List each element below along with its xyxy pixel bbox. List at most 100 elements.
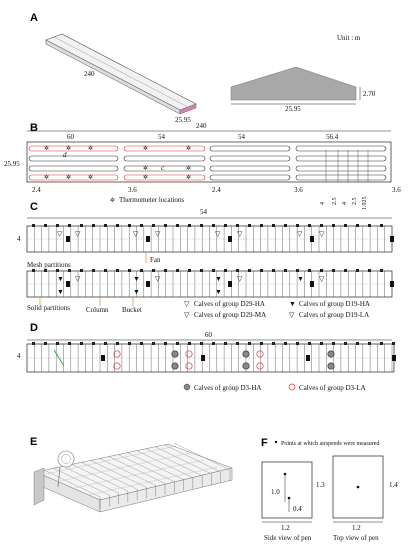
pen-post bbox=[164, 224, 167, 227]
thermometer-mark: ✲ bbox=[143, 174, 148, 181]
pen-post bbox=[212, 269, 215, 272]
f-side-h2: 1.3 bbox=[316, 481, 325, 489]
b-lane bbox=[28, 165, 119, 172]
c-pen-row-1: ▽▽▽▽▽▽▽▽ bbox=[26, 224, 394, 253]
pen-post bbox=[272, 342, 275, 345]
b-lane bbox=[209, 145, 291, 152]
thermometer-mark: ✲ bbox=[143, 145, 148, 152]
b-lane bbox=[295, 155, 387, 162]
e-pen-divider bbox=[99, 458, 156, 486]
gray-circle-icon bbox=[183, 383, 191, 391]
blue-triangle-icon: ▽ bbox=[289, 311, 295, 319]
pen-post bbox=[56, 342, 59, 345]
pen-post bbox=[152, 269, 155, 272]
calf-circle-mark bbox=[327, 350, 335, 358]
b-total: 240 bbox=[196, 122, 207, 130]
d-green-marker bbox=[53, 349, 65, 367]
column-mark bbox=[390, 236, 394, 242]
pen-post bbox=[320, 269, 323, 272]
pen-post bbox=[32, 342, 35, 345]
e-pen-rail bbox=[73, 459, 205, 489]
panel-e: E bbox=[30, 436, 233, 513]
calf-triangle-mark: ▼ bbox=[133, 275, 140, 283]
pen-post bbox=[296, 269, 299, 272]
f-legend: Points at which airspeeds were measured bbox=[281, 441, 379, 447]
pen-post bbox=[272, 224, 275, 227]
pen-post bbox=[260, 269, 263, 272]
f-side-h3: 0.4 bbox=[293, 505, 302, 513]
pen-post bbox=[80, 224, 83, 227]
pen-post bbox=[248, 269, 251, 272]
c-leg-d19la: Calves of group D19-LA bbox=[299, 311, 369, 319]
pen-post bbox=[356, 342, 359, 345]
pen-post bbox=[140, 269, 143, 272]
calf-circle-mark bbox=[185, 362, 193, 370]
pen-post bbox=[152, 224, 155, 227]
panel-e-label: E bbox=[30, 436, 37, 448]
pen-post bbox=[68, 224, 71, 227]
panel-b-label: B bbox=[30, 122, 38, 134]
pen-post bbox=[212, 342, 215, 345]
pen-post bbox=[116, 342, 119, 345]
b-lane bbox=[295, 165, 387, 172]
b-seg1: 60 bbox=[67, 133, 75, 141]
calf-triangle-mark: ▽ bbox=[319, 275, 325, 283]
pen-post bbox=[32, 224, 35, 227]
e-pen-rail bbox=[87, 466, 219, 496]
b-lane bbox=[28, 155, 119, 162]
pen-post bbox=[176, 269, 179, 272]
thermometer-mark: ✲ bbox=[186, 145, 191, 152]
pen-post bbox=[44, 342, 47, 345]
f-side-w: 1.2 bbox=[281, 524, 290, 532]
calf-circle-mark bbox=[242, 350, 250, 358]
calf-triangle-mark: ▼ bbox=[57, 288, 64, 296]
b-gap5: 3.6 bbox=[392, 186, 401, 194]
panel-d: D 60 4 Calves of group D3-HA Calves of g… bbox=[17, 322, 396, 392]
pen-post bbox=[140, 224, 143, 227]
panel-d-label: D bbox=[30, 322, 38, 334]
column-mark bbox=[228, 281, 232, 287]
pen-post bbox=[332, 342, 335, 345]
a-side-width: 25.95 bbox=[285, 105, 301, 113]
pen-post bbox=[104, 269, 107, 272]
b-gap1: 2.4 bbox=[32, 186, 41, 194]
b-thermo-legend: Thermometer locations bbox=[119, 196, 184, 204]
pen-post bbox=[80, 342, 83, 345]
calf-circle-mark bbox=[171, 362, 179, 370]
black-triangle-icon: ▼ bbox=[289, 300, 296, 308]
a-side-height: 2.70 bbox=[363, 90, 376, 98]
f-top-h: 1.4 bbox=[389, 481, 398, 489]
b-lanes: ✲✲✲✲✲✲✲✲✲✲✲✲ bbox=[28, 145, 387, 182]
b-lane bbox=[209, 155, 291, 162]
thermometer-icon: ✲ bbox=[110, 197, 115, 204]
e-pen-3d-illustration bbox=[33, 442, 233, 513]
f-top-caption: Top view of pen bbox=[333, 534, 379, 542]
pen-post bbox=[236, 342, 239, 345]
pen-post bbox=[320, 342, 323, 345]
column-mark bbox=[310, 236, 314, 242]
pen-post bbox=[284, 269, 287, 272]
point-icon bbox=[274, 440, 278, 444]
pen-post bbox=[56, 269, 59, 272]
pen-post bbox=[224, 342, 227, 345]
pen-post bbox=[32, 269, 35, 272]
pen-post bbox=[116, 224, 119, 227]
pen-post bbox=[188, 269, 191, 272]
unit-label: Unit : m bbox=[337, 34, 361, 42]
calf-triangle-mark: ▽ bbox=[237, 230, 243, 238]
calf-triangle-mark: ▼ bbox=[57, 275, 64, 283]
calf-triangle-mark: ▽ bbox=[297, 230, 303, 238]
calf-triangle-mark: ▽ bbox=[319, 230, 325, 238]
e-pen-divider bbox=[62, 465, 119, 494]
calf-triangle-mark: ▽ bbox=[237, 275, 243, 283]
pen-post bbox=[104, 342, 107, 345]
pen-post bbox=[116, 269, 119, 272]
c-leg-d29ma: Calves of group D29-MA bbox=[194, 311, 266, 319]
b-height: 25.95 bbox=[4, 160, 20, 168]
panel-b: B 240 60 54 54 56.4 ✲✲✲✲✲✲✲✲✲✲✲✲ 25.95 d… bbox=[4, 122, 401, 210]
b-gap3: 2.4 bbox=[212, 186, 221, 194]
b-lane bbox=[28, 145, 119, 152]
panel-c: C 54 4 ▽▽▽▽▽▽▽▽ ▼▽▼▽▼▽▼▽▼▼▼ Mesh partiti… bbox=[17, 201, 394, 319]
a-length: 240 bbox=[84, 70, 95, 78]
pen-post bbox=[368, 269, 371, 272]
